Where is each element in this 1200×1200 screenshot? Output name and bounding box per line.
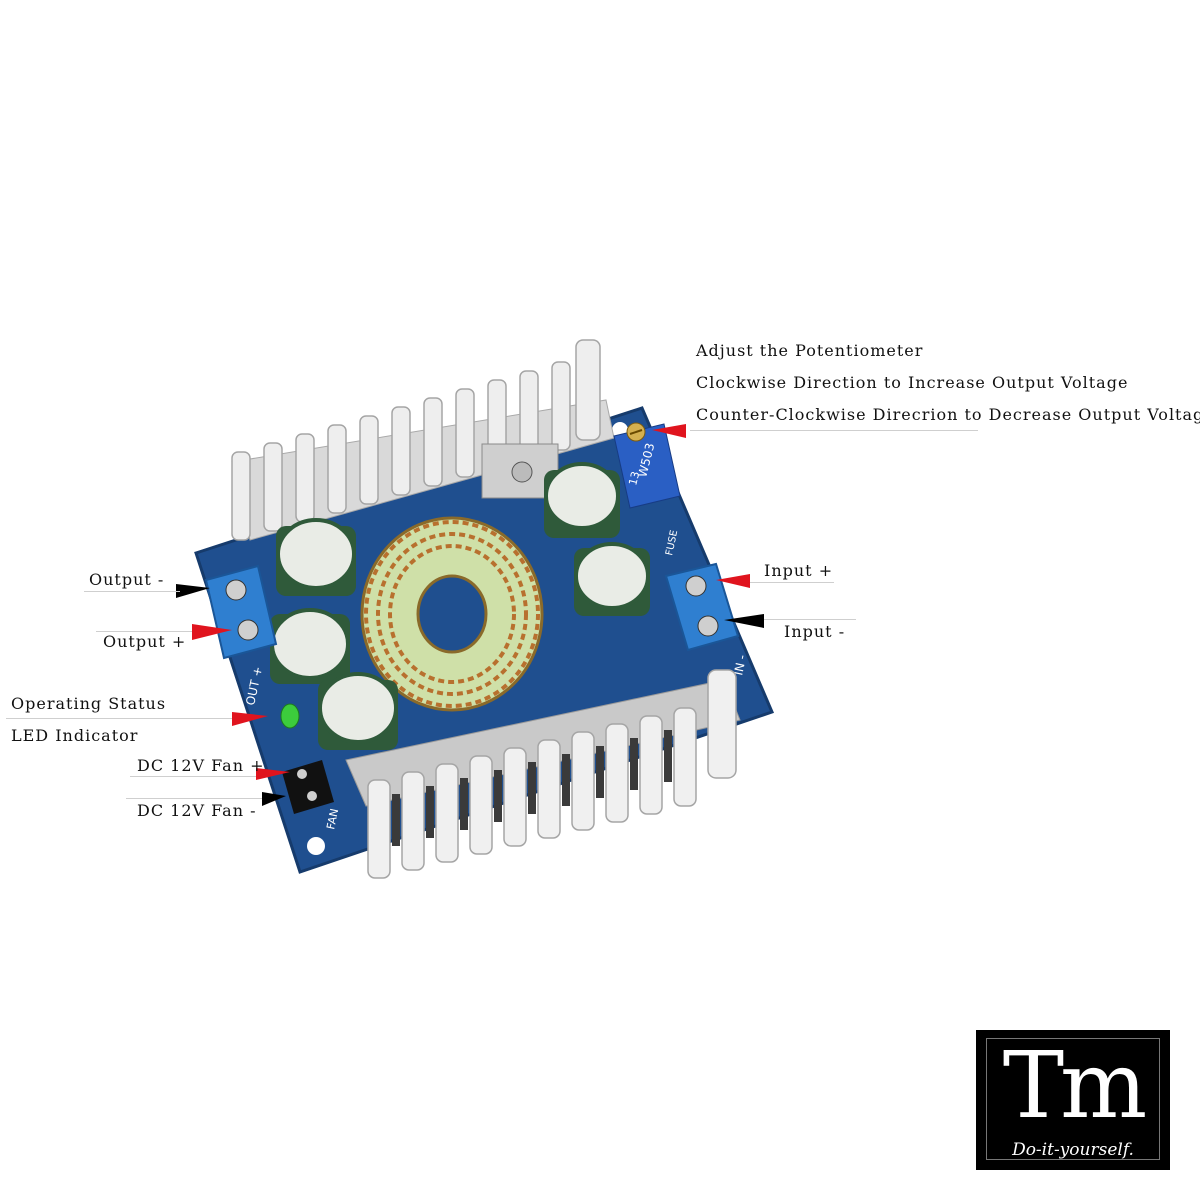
arrow-red-led — [232, 712, 268, 726]
fan-connector — [282, 760, 334, 814]
logo-tagline: Do-it-yourself. — [1012, 1140, 1134, 1160]
logo-mark: Tm — [1002, 1032, 1148, 1139]
potentiometer: W503 13 — [613, 422, 681, 509]
screw-icon — [237, 619, 259, 641]
screw-icon — [225, 579, 247, 601]
output-plus-underline — [96, 631, 192, 632]
fan-plus-label: DC 12V Fan + — [137, 756, 265, 775]
screw-icon — [511, 461, 533, 483]
input-minus-label: Input - — [784, 622, 846, 641]
toroid-inductor — [360, 516, 544, 712]
status-led — [280, 703, 300, 729]
capacitor — [276, 518, 356, 596]
logo-frame — [986, 1038, 1160, 1160]
capacitors — [270, 462, 650, 750]
top-heatsink — [231, 339, 615, 541]
pot-sub-text: 13 — [626, 470, 642, 487]
potentiometer-underline — [690, 430, 978, 431]
mounting-hole — [307, 837, 325, 855]
output-minus-label: Output - — [89, 570, 165, 589]
capacitor — [270, 608, 350, 684]
capacitor — [544, 462, 620, 538]
arrow-black-input-minus — [724, 614, 764, 628]
capacitor — [318, 672, 398, 750]
capacitor — [574, 542, 650, 616]
arrow-black-fan-minus — [262, 792, 286, 806]
input-terminal-block — [664, 562, 740, 652]
fan-silk-label: FAN — [324, 807, 341, 830]
input-minus-underline — [764, 619, 856, 620]
output-plus-label: Output + — [103, 632, 187, 651]
arrow-red-fan-plus — [256, 768, 290, 780]
potentiometer-label-line2: Clockwise Direction to Increase Output V… — [696, 373, 1129, 392]
bottom-heatsink — [345, 669, 741, 879]
output-minus-underline — [84, 591, 180, 592]
fan-minus-label: DC 12V Fan - — [137, 801, 257, 820]
in-silk-label: IN - — [731, 653, 749, 676]
fan-plus-underline — [130, 776, 256, 777]
input-plus-label: Input + — [764, 561, 834, 580]
potentiometer-label-line3: Counter-Clockwise Direcrion to Decrease … — [696, 405, 1200, 424]
status-label-line1: Operating Status — [11, 694, 167, 713]
screw-icon — [685, 575, 707, 597]
tm-logo: Tm Do-it-yourself. — [976, 1030, 1170, 1170]
arrow-black-output-minus — [176, 584, 210, 598]
fuse-silk-label: FUSE — [664, 529, 680, 556]
arrow-red-pot — [652, 424, 686, 438]
screw-icon — [697, 615, 719, 637]
arrow-red-input-plus — [716, 574, 750, 588]
status-label-line2: LED Indicator — [11, 726, 139, 745]
potentiometer-label-line1: Adjust the Potentiometer — [696, 341, 924, 360]
input-plus-underline — [750, 582, 834, 583]
arrow-red-output-plus — [192, 624, 232, 640]
status-underline — [6, 718, 232, 719]
output-terminal-block — [204, 564, 278, 660]
fan-minus-underline — [126, 798, 262, 799]
